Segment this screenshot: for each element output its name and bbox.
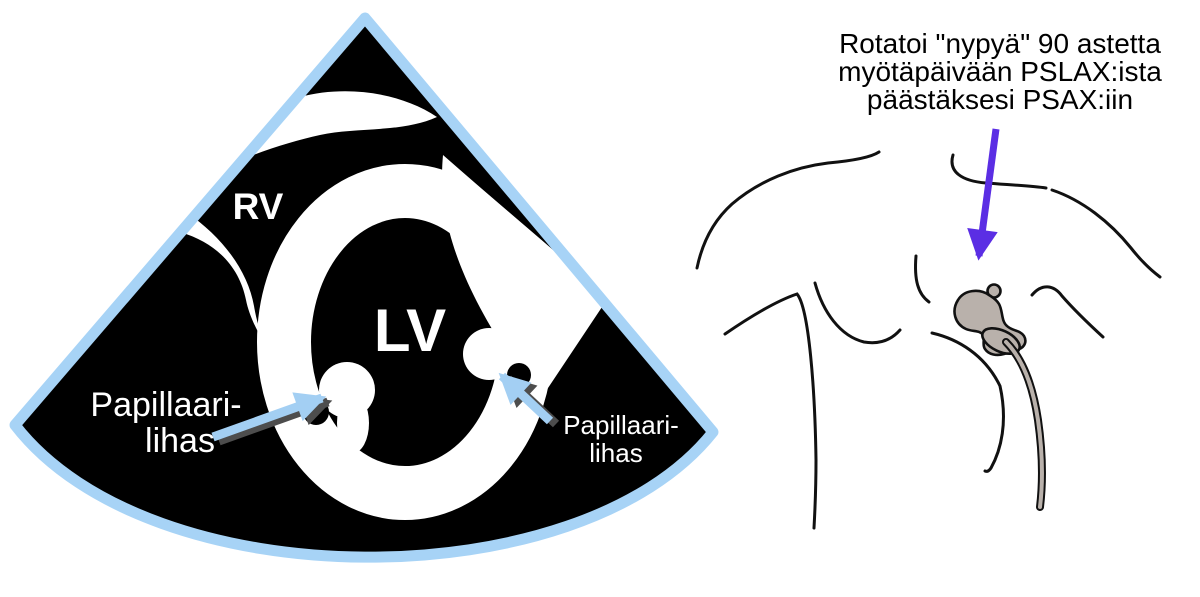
sector-background: [15, 18, 713, 558]
papillary-right-label-line1: Papillaari-: [563, 410, 679, 440]
torso-figure: Rotatoi "nypyä" 90 astetta myötäpäivään …: [695, 28, 1162, 530]
instruction-line2: myötäpäivään PSLAX:ista: [838, 56, 1162, 87]
papillary-right-label-line2: lihas: [589, 438, 642, 468]
lv-label: LV: [374, 297, 446, 364]
sector-border: [9, 12, 719, 563]
papillary-left-label-line2: lihas: [145, 422, 215, 460]
ultrasound-sector: RV LV Papillaari- lihas Papillaari- liha…: [9, 12, 719, 563]
rv-label: RV: [233, 186, 284, 227]
papillary-pointer-left: [211, 392, 333, 446]
rv-free-wall-top: [200, 91, 437, 180]
torso-outline: [695, 150, 1162, 530]
papillary-pointer-right: [498, 372, 560, 428]
left-up-arrow-icon: [498, 372, 554, 425]
rv-free-wall-left: [180, 212, 310, 398]
ultrasound-probe-icon: [953, 283, 1047, 511]
lv-myocardium-ring: [257, 164, 553, 520]
right-up-arrow-icon: [211, 392, 327, 442]
instruction-line3: päästäksesi PSAX:iin: [867, 84, 1133, 115]
papillary-muscle-left-shape: [319, 362, 375, 453]
instruction-text: Rotatoi "nypyä" 90 astetta myötäpäivään …: [838, 28, 1162, 115]
down-arrow-icon: [967, 128, 1000, 261]
papillary-left-label-line1: Papillaari-: [90, 386, 241, 424]
probe-cable-inner: [1004, 340, 1045, 509]
instruction-line1: Rotatoi "nypyä" 90 astetta: [839, 28, 1161, 59]
